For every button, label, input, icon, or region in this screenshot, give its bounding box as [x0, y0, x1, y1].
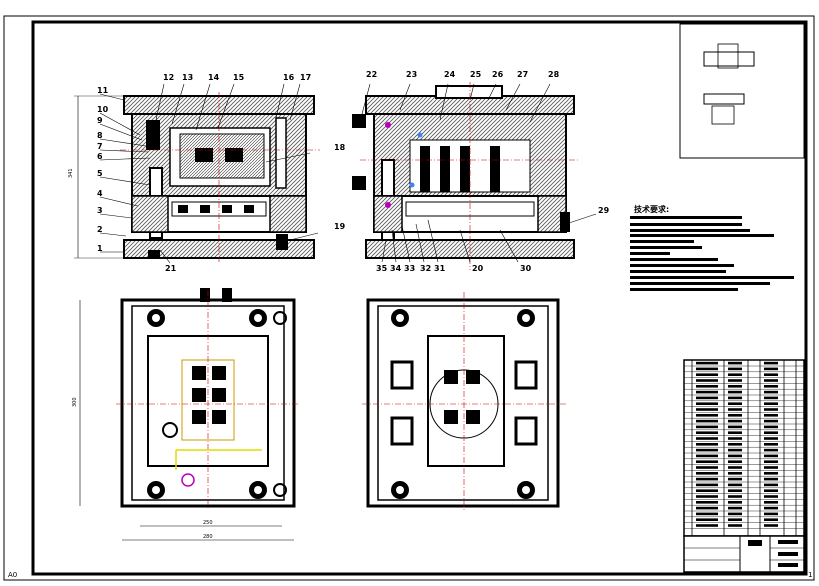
- balloon-8: 8: [97, 131, 103, 140]
- balloon-2: 2: [97, 225, 103, 234]
- part-thumbnail: [679, 23, 805, 159]
- sheet-inner-border: [31, 20, 808, 576]
- plan-outer-width-dim: 280: [203, 534, 213, 540]
- sheet-corner-mark: 1: [808, 571, 812, 579]
- side-section-view: [352, 82, 580, 270]
- balloon-3: 3: [97, 206, 103, 215]
- balloon-7: 7: [97, 142, 103, 151]
- balloon-25: 25: [470, 70, 482, 79]
- plan-inner-width-dim: 250: [203, 520, 213, 526]
- front-leaders: [99, 83, 319, 264]
- balloon-28: 28: [548, 70, 560, 79]
- technical-notes: 技术要求:: [630, 204, 794, 291]
- balloon-16: 16: [283, 73, 295, 82]
- balloon-18: 18: [334, 143, 346, 152]
- front-height-dim: 341: [68, 168, 74, 178]
- sheet-size-label: A0: [8, 571, 17, 579]
- balloon-30: 30: [520, 264, 532, 273]
- balloon-32: 32: [420, 264, 431, 273]
- plan-view-right: [362, 292, 566, 512]
- balloon-13: 13: [182, 73, 193, 82]
- balloon-21: 21: [165, 264, 177, 273]
- balloon-14: 14: [208, 73, 220, 82]
- balloon-26: 26: [492, 70, 504, 79]
- balloon-24: 24: [444, 70, 456, 79]
- balloon-1: 1: [97, 244, 103, 253]
- sheet-outer-border: [3, 15, 815, 581]
- balloon-17: 17: [300, 73, 311, 82]
- balloon-5: 5: [97, 169, 103, 178]
- balloon-22: 22: [366, 70, 377, 79]
- plan-view-left: 300 250 280: [72, 288, 300, 541]
- balloon-34: 34: [390, 264, 402, 273]
- balloon-31: 31: [434, 264, 446, 273]
- balloon-33: 33: [404, 264, 415, 273]
- balloon-23: 23: [406, 70, 417, 79]
- balloon-35: 35: [376, 264, 388, 273]
- parts-list-table: [683, 359, 805, 573]
- notes-title: 技术要求:: [634, 204, 669, 214]
- balloon-29: 29: [598, 206, 610, 215]
- balloon-11: 11: [97, 86, 109, 95]
- plan-height-dim: 300: [72, 397, 78, 407]
- side-leaders: [361, 83, 597, 263]
- balloon-15: 15: [233, 73, 245, 82]
- balloon-4: 4: [97, 189, 103, 198]
- front-section-view: 3 4 1: [68, 92, 320, 262]
- balloon-19: 19: [334, 222, 346, 231]
- balloon-9: 9: [97, 116, 103, 125]
- balloon-6: 6: [97, 152, 103, 161]
- balloon-10: 10: [97, 105, 109, 114]
- balloon-27: 27: [517, 70, 528, 79]
- balloon-20: 20: [472, 264, 484, 273]
- balloon-12: 12: [163, 73, 174, 82]
